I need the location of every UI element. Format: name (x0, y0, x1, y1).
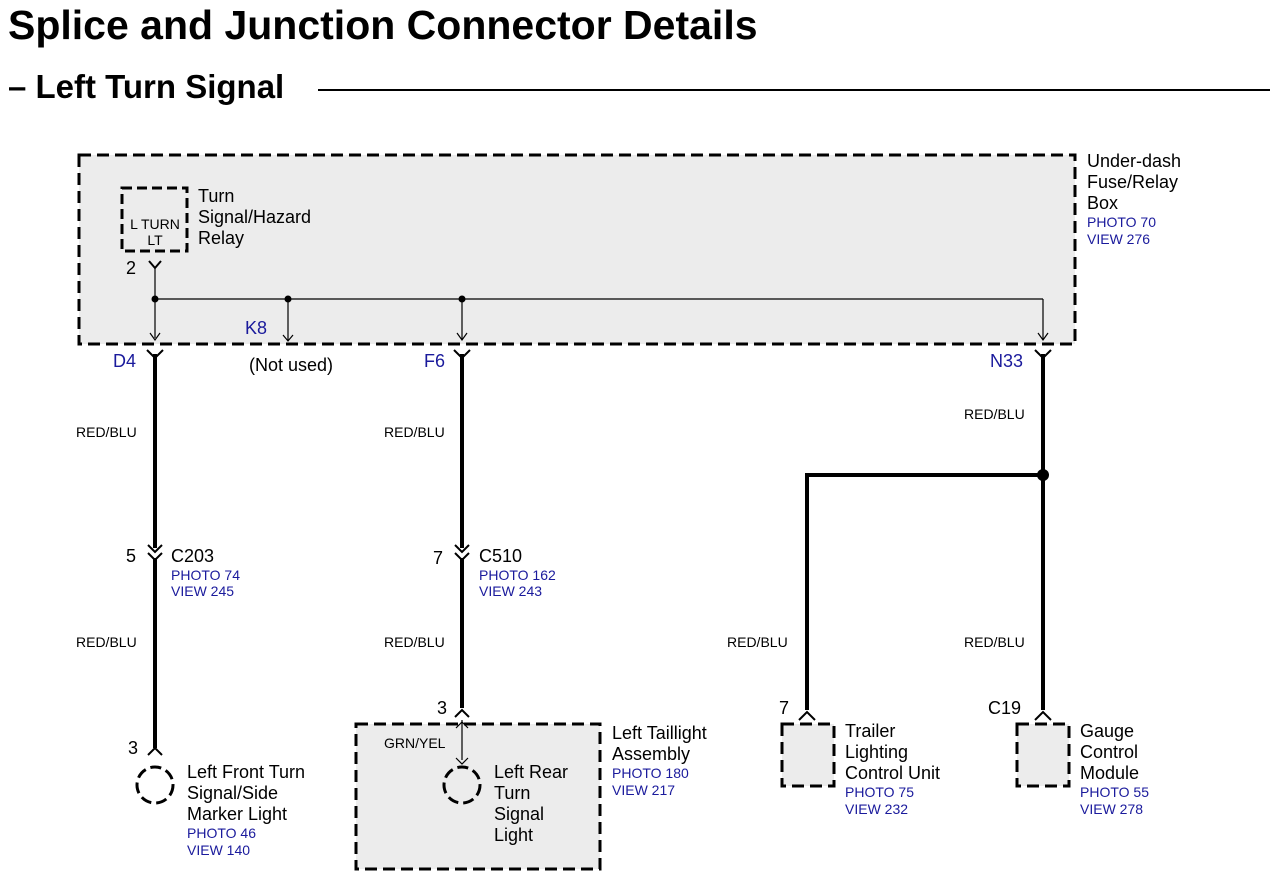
fuse-relay-box (77, 153, 1077, 346)
internal-wiring (149, 268, 1049, 342)
wire-color-grn-yel: GRN/YEL (384, 735, 446, 751)
c510-connector-symbol (454, 544, 470, 562)
taillight-view: VIEW 217 (612, 782, 675, 798)
c510-photo: PHOTO 162 (479, 567, 556, 583)
c203-view: VIEW 245 (171, 583, 234, 599)
rear-light-name-line-3: Signal (494, 804, 544, 824)
trailer-name-line-1: Trailer (845, 721, 895, 741)
taillight-internal-arrow (455, 721, 469, 729)
taillight-name-line-2: Assembly (612, 744, 690, 764)
pin-k8-note: (Not used) (249, 355, 333, 375)
c203-pin: 5 (126, 546, 136, 566)
gauge-name-line-2: Control (1080, 742, 1138, 762)
relay-name-line-1: Turn (198, 186, 234, 206)
c203-name: C203 (171, 546, 214, 566)
gauge-photo: PHOTO 55 (1080, 784, 1149, 800)
relay-name-line-2: Signal/Hazard (198, 207, 311, 227)
c203-photo: PHOTO 74 (171, 567, 240, 583)
rear-light-name-line-2: Turn (494, 783, 530, 803)
wire-color-gauge: RED/BLU (964, 634, 1025, 650)
gauge-name-line-1: Gauge (1080, 721, 1134, 741)
gauge-module-box (1015, 722, 1071, 788)
taillight-assembly-box (354, 722, 602, 871)
c203-connector-symbol (147, 544, 163, 562)
trailer-name-line-2: Lighting (845, 742, 908, 762)
relay-name-line-3: Relay (198, 228, 244, 248)
harness-wires (153, 354, 1049, 748)
c510-pin: 7 (433, 548, 443, 568)
front-light-view: VIEW 140 (187, 842, 250, 858)
page-title: Splice and Junction Connector Details (8, 2, 758, 48)
front-light-photo: PHOTO 46 (187, 825, 256, 841)
wire-color-d4: RED/BLU (76, 424, 137, 440)
front-light-name-line-1: Left Front Turn (187, 762, 305, 782)
trailer-name-line-3: Control Unit (845, 763, 940, 783)
front-light-name-line-3: Marker Light (187, 804, 287, 824)
wire-color-taillight: RED/BLU (384, 634, 445, 650)
trailer-view: VIEW 232 (845, 801, 908, 817)
fuse-box-name-line-3: Box (1087, 193, 1118, 213)
pin-f6: F6 (424, 351, 445, 371)
front-light-bulb-icon (135, 765, 175, 805)
gauge-pin: C19 (988, 698, 1021, 718)
rear-light-terminal (455, 757, 469, 765)
trailer-unit-box (780, 722, 836, 788)
front-light-pin: 3 (128, 738, 138, 758)
gauge-terminal (1034, 710, 1052, 721)
rear-light-bulb-icon (442, 765, 482, 805)
taillight-pin: 3 (437, 698, 447, 718)
front-light-name-line-2: Signal/Side (187, 783, 278, 803)
wire-color-f6: RED/BLU (384, 424, 445, 440)
taillight-terminal (454, 708, 470, 718)
wire-color-front-light: RED/BLU (76, 634, 137, 650)
fuse-box-view: VIEW 276 (1087, 231, 1150, 247)
rear-light-name-line-4: Light (494, 825, 533, 845)
pin-d4: D4 (113, 351, 136, 371)
gauge-name-line-3: Module (1080, 763, 1139, 783)
rear-light-name-line-1: Left Rear (494, 762, 568, 782)
trailer-photo: PHOTO 75 (845, 784, 914, 800)
gauge-view: VIEW 278 (1080, 801, 1143, 817)
relay-pin: 2 (126, 258, 136, 278)
pin-k8: K8 (245, 318, 267, 338)
fuse-box-name-line-1: Under-dash (1087, 151, 1181, 171)
wire-color-n33: RED/BLU (964, 406, 1025, 422)
front-light-terminal (147, 746, 163, 756)
c510-view: VIEW 243 (479, 583, 542, 599)
trailer-terminal (798, 710, 816, 721)
relay-label-line-1: L TURN (130, 216, 180, 232)
fuse-box-photo: PHOTO 70 (1087, 214, 1156, 230)
trailer-pin: 7 (779, 698, 789, 718)
section-title: – Left Turn Signal (8, 68, 285, 105)
fuse-box-name-line-2: Fuse/Relay (1087, 172, 1178, 192)
taillight-name-line-1: Left Taillight (612, 723, 707, 743)
c510-name: C510 (479, 546, 522, 566)
taillight-photo: PHOTO 180 (612, 765, 689, 781)
section-rule (318, 89, 1270, 91)
pin-n33: N33 (990, 351, 1023, 371)
wire-color-trailer: RED/BLU (727, 634, 788, 650)
turn-signal-relay (120, 186, 189, 253)
relay-label-line-2: LT (147, 232, 163, 248)
